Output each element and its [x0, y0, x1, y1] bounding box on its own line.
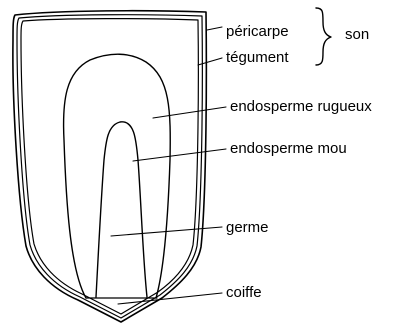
tegument-outline-1 — [17, 15, 202, 318]
son-brace — [316, 8, 331, 65]
label-germe: germe — [226, 220, 269, 236]
label-endosperme-rugueux: endosperme rugueux — [230, 99, 372, 115]
germ-outline — [96, 122, 147, 297]
label-pericarpe: péricarpe — [226, 24, 289, 40]
leader-tegument — [198, 58, 222, 65]
endosperm-mou-outline — [64, 54, 171, 298]
leader-endosperme-rugueux — [153, 107, 226, 118]
label-son: son — [345, 27, 369, 43]
tegument-outline-2 — [21, 19, 198, 314]
label-coiffe: coiffe — [226, 285, 262, 301]
label-tegument: tégument — [226, 50, 289, 66]
leader-endosperme-mou — [133, 149, 226, 161]
label-endosperme-mou: endosperme mou — [230, 141, 347, 157]
leader-pericarpe — [207, 27, 222, 30]
